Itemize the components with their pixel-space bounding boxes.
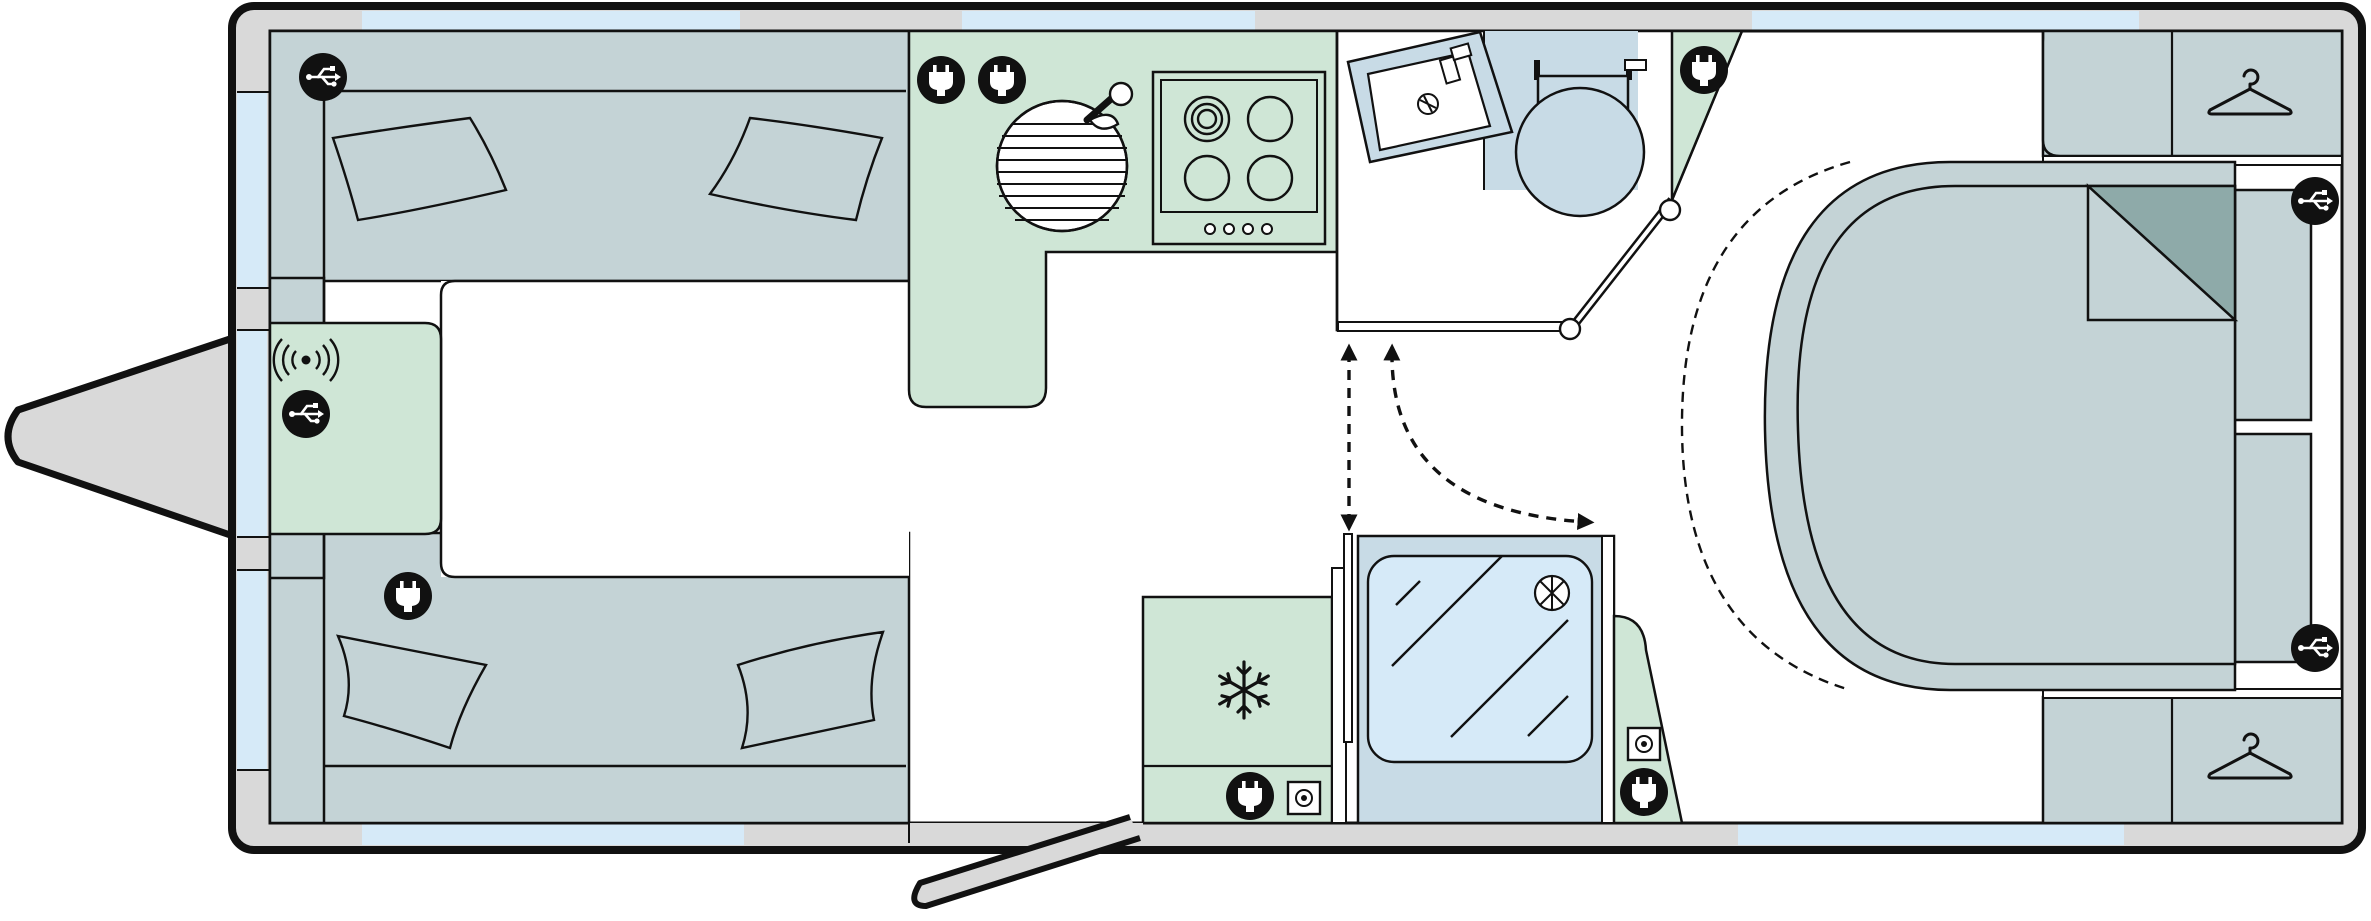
window-bottom-bedroom (1738, 823, 2124, 845)
cushion-1 (331, 116, 508, 222)
mains-plug-socket-icon (384, 572, 432, 620)
tv-aerial-socket-icon (1626, 726, 1662, 762)
shower-tray (1366, 554, 1594, 764)
mains-plug-socket-icon (917, 56, 965, 104)
window-bottom-lounge (362, 823, 744, 845)
mains-plug-socket-icon (1680, 46, 1728, 94)
socket-icons (272, 46, 2341, 820)
bed-pullout-outline (1680, 160, 1851, 692)
toilet (1514, 86, 1646, 218)
shower-cubicle (1356, 534, 1684, 825)
hob (1151, 70, 1327, 246)
window-front-lower (237, 570, 267, 770)
kitchen (907, 29, 1339, 409)
cushion-2 (707, 116, 884, 222)
usb-socket-icon (280, 388, 332, 440)
cushion-4 (736, 630, 885, 750)
usb-socket-icon (2289, 175, 2341, 227)
cushion-3 (336, 634, 488, 750)
window-top-bedroom (1752, 11, 2139, 31)
window-top-kitchen (962, 11, 1255, 31)
nearside-wardrobe (1612, 614, 1684, 825)
window-front-centre (237, 330, 267, 537)
window-top-lounge (362, 11, 740, 31)
wardrobe-offside (2041, 29, 2344, 158)
a-frame-drawbar (4, 333, 240, 541)
usb-socket-icon (2289, 622, 2341, 674)
mains-plug-socket-icon (978, 56, 1026, 104)
kitchen-tap (1108, 81, 1134, 107)
usb-socket-icon (297, 51, 349, 103)
entrance-door[interactable] (908, 814, 1143, 909)
washroom-basin (1346, 30, 1514, 164)
scatter-cushions (331, 116, 885, 750)
mains-plug-socket-icon (1620, 768, 1668, 816)
windows (237, 11, 2139, 845)
tv-aerial-socket-icon (1286, 780, 1322, 816)
mains-plug-socket-icon (1226, 772, 1274, 820)
wardrobe-nearside (2041, 695, 2344, 825)
swing-door-arrow (1383, 343, 1595, 530)
wifi-signal-icon (272, 338, 340, 382)
front-chest (268, 321, 443, 536)
bedroom (1680, 29, 2344, 825)
window-front-upper (237, 92, 267, 288)
